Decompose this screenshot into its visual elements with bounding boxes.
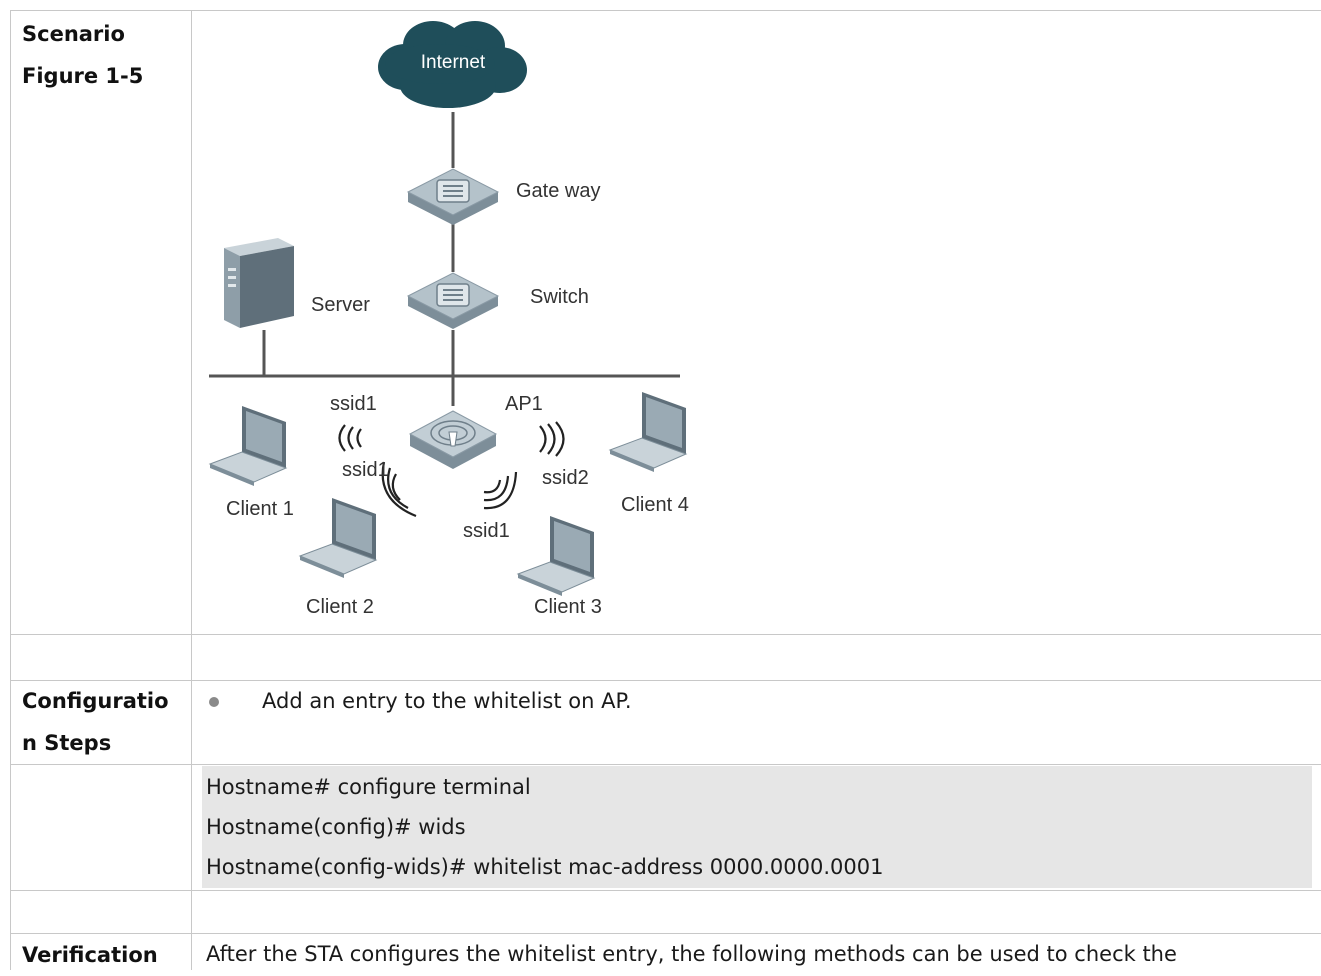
signal-icon [539, 421, 565, 457]
column-divider [191, 10, 192, 970]
switch-icon [406, 272, 500, 329]
code-line: Hostname(config)# wids [206, 815, 466, 839]
code-block: Hostname# configure terminal Hostname(co… [202, 766, 1312, 888]
laptop-icon [298, 498, 378, 578]
laptop-icon [608, 392, 688, 472]
ssid-label: ssid1 [342, 459, 389, 481]
table-border-top [10, 10, 1321, 11]
ssid-label: ssid1 [330, 393, 377, 415]
config-step-text: Add an entry to the whitelist on AP. [262, 689, 632, 713]
server-icon [224, 238, 294, 328]
row-divider [10, 890, 1321, 891]
verification-label: Verification [22, 943, 158, 967]
gateway-icon [406, 168, 500, 225]
scenario-label: Scenario [22, 22, 125, 46]
network-diagram: Internet Gate way Switch Server AP1 [208, 21, 689, 618]
table-border-left [10, 10, 11, 970]
access-point-icon [408, 410, 498, 469]
laptop-icon [208, 406, 288, 486]
internet-label: Internet [421, 52, 486, 73]
figure-label: Figure 1-5 [22, 64, 144, 88]
server-label: Server [311, 294, 370, 316]
code-line: Hostname# configure terminal [206, 775, 531, 799]
config-label-line2: n Steps [22, 731, 112, 755]
laptop-icon [516, 516, 596, 596]
row-divider [10, 680, 1321, 681]
client-label: Client 2 [306, 596, 374, 618]
ap-label: AP1 [505, 393, 543, 415]
code-line: Hostname(config-wids)# whitelist mac-add… [206, 855, 884, 879]
ssid-label: ssid1 [463, 520, 510, 542]
ssid-label: ssid2 [542, 467, 589, 489]
client-label: Client 1 [226, 498, 294, 520]
switch-label: Switch [530, 286, 589, 308]
gateway-label: Gate way [516, 180, 600, 202]
bullet-icon [209, 697, 219, 707]
client-label: Client 3 [534, 596, 602, 618]
signal-icon [483, 471, 518, 510]
config-label-line1: Configuratio [22, 689, 169, 713]
signal-icon [381, 461, 417, 518]
verification-text: After the STA configures the whitelist e… [206, 942, 1177, 966]
row-divider [10, 764, 1321, 765]
cloud-icon [378, 21, 527, 108]
client-label: Client 4 [621, 494, 689, 516]
row-divider [10, 933, 1321, 934]
row-divider [10, 634, 1321, 635]
signal-icon [338, 424, 362, 452]
